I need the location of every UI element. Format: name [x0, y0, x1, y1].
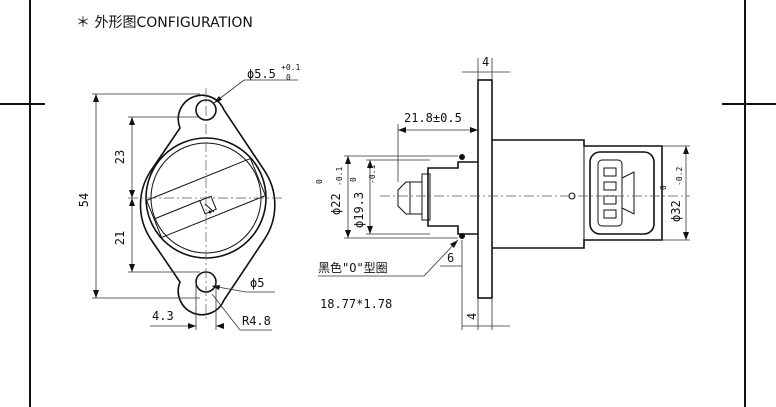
dim-6-label: 6	[447, 251, 454, 265]
dim-23-label: 23	[113, 150, 127, 164]
side-connector-pins-frame	[597, 159, 623, 227]
dim-19-label: ϕ19.3	[352, 192, 366, 228]
arrow-32-bottom	[683, 232, 689, 240]
dim-hole-top-tol-upper: +0.1	[281, 63, 300, 72]
side-plunger-tip	[397, 181, 422, 215]
dim-radius-label: R4.8	[242, 314, 271, 328]
connector-housing	[145, 157, 267, 239]
dim-19-tol-lower: -0.1	[368, 165, 377, 184]
dim-32-label: ϕ32	[669, 200, 683, 222]
arrow-23-bottom	[129, 190, 135, 198]
dim-32-tol-lower: -0.2	[675, 167, 684, 186]
dim-22-tol-upper: 0	[315, 179, 324, 184]
dim-22-tol-lower: -0.1	[335, 167, 344, 186]
dim-hole-top-tol-lower: 0	[286, 73, 291, 82]
arrow-43-right	[216, 323, 224, 329]
dim-32-tol-upper: 0	[659, 185, 668, 190]
dim-bot4-label: 4	[465, 313, 479, 320]
connector-pin-2	[603, 181, 617, 191]
connector-latch	[621, 171, 635, 215]
arrow-23-top	[129, 117, 135, 125]
front-flange-outline	[139, 94, 276, 316]
dim-22-label: ϕ22	[329, 193, 343, 215]
latch-dot	[208, 210, 212, 214]
oring-note-label: 黑色"O"型圈	[318, 261, 388, 275]
dim-hole-top-label: ϕ5.5	[247, 67, 276, 81]
arrow-19-top	[367, 160, 373, 168]
arrow-54-top	[93, 94, 99, 102]
arrow-21-bottom	[129, 264, 135, 272]
side-nose-outline	[427, 161, 478, 235]
arrow-32-top	[683, 146, 689, 154]
side-nose-collar	[421, 173, 431, 221]
connector-pin-4	[603, 209, 617, 219]
oring-size-label: 18.77*1.78	[320, 297, 392, 311]
side-connector-pocket	[589, 151, 655, 235]
side-main-body	[492, 139, 663, 249]
latch-mark	[204, 203, 215, 213]
dim-hole-bottom-label: ϕ5	[250, 276, 264, 290]
dim-54-label: 54	[77, 193, 91, 207]
dim-218-label: 21.8±0.5	[404, 111, 462, 125]
side-flange-plate	[477, 79, 493, 299]
leader-radius	[211, 293, 241, 331]
arrow-21-top	[129, 198, 135, 206]
page-heading: ＊ 外形图CONFIGURATION	[76, 15, 253, 31]
front-view: 54 23 21 ϕ5.5 +0.1 0 ϕ5 4.3 R4.8	[77, 63, 300, 331]
connector-split	[153, 199, 201, 220]
dim-43-label: 4.3	[152, 309, 174, 323]
arrow-54-bottom	[93, 290, 99, 298]
arrow-oring	[450, 240, 458, 248]
dim-top4-label: 4	[482, 55, 489, 69]
connector-pin-1	[603, 167, 617, 177]
arrow-19-bottom	[367, 226, 373, 234]
connector-pin-3	[603, 195, 617, 205]
arrow-22-top	[345, 156, 351, 164]
arrow-218-right	[470, 127, 478, 133]
arrow-hole-top	[214, 96, 222, 103]
arrow-43	[188, 323, 196, 329]
dim-19-tol-upper: 0	[349, 177, 358, 182]
arrow-218-left	[398, 127, 406, 133]
oring-section-top	[459, 154, 465, 160]
arrow-22-bottom	[345, 230, 351, 238]
oring-section-bottom	[459, 233, 465, 239]
dim-21-label: 21	[113, 231, 127, 245]
side-view: 4 21.8±0.5 ϕ22 0 -0.1 ϕ19.3 0 -0.1 ϕ32 0	[315, 55, 690, 330]
